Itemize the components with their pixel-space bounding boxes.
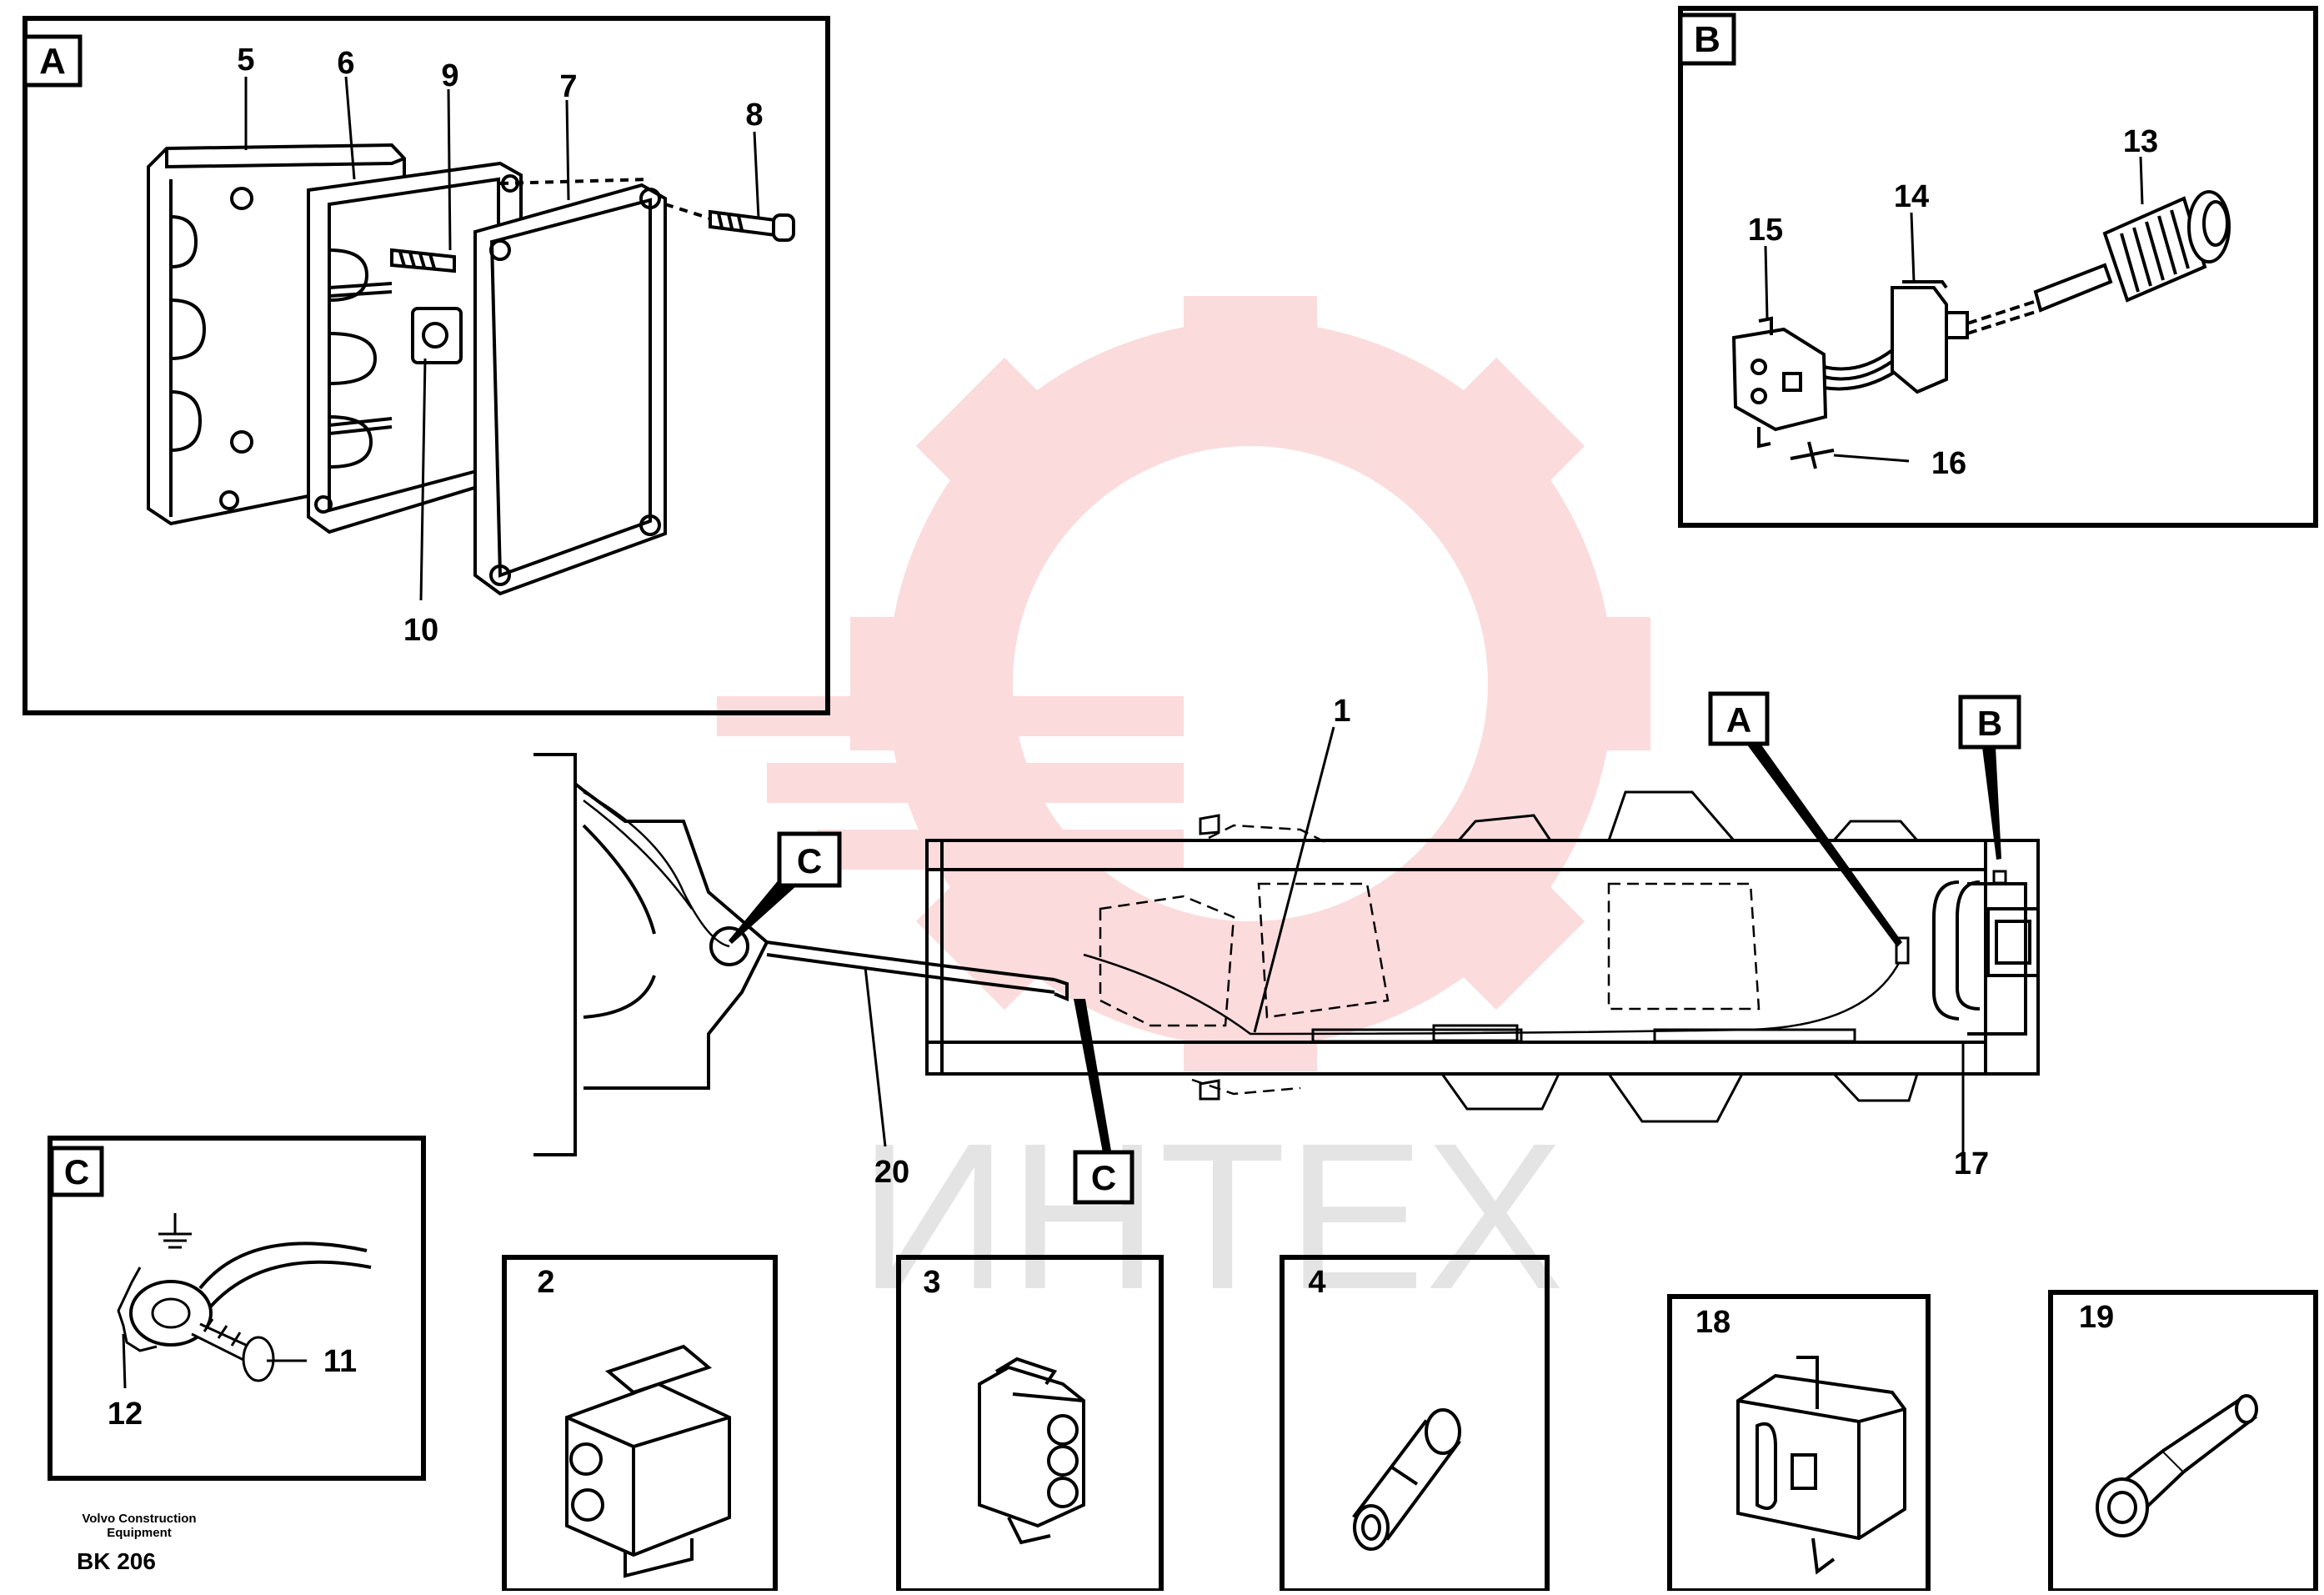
watermark-gear-ring (888, 321, 1613, 1046)
flag-c-top-label: C (797, 841, 822, 880)
flag-b-label: B (1977, 704, 2002, 743)
callout-5: 5 (237, 43, 254, 78)
part-box-4-label: 4 (1308, 1265, 1325, 1300)
part-box-3-label: 3 (923, 1265, 940, 1300)
watermark-gear-teeth (850, 296, 1650, 1071)
part-box-18: 18 (1667, 1294, 1931, 1593)
main-leaders (864, 726, 1965, 1155)
junction-box-drawing (147, 143, 795, 596)
flag-c-bottom (1073, 1150, 1134, 1205)
panel-c: C 11 12 (48, 1136, 426, 1481)
panel-a-leaders (244, 76, 760, 601)
watermark-speed-lines (717, 696, 1184, 870)
callout-7: 7 (559, 69, 577, 104)
part-box-19: 19 (2048, 1290, 2318, 1593)
flag-c-top (777, 831, 842, 888)
main-flags: A B C C (777, 691, 2021, 1205)
callout-14: 14 (1894, 179, 1929, 214)
main-pointer-arrows (729, 744, 2001, 1161)
panel-c-label: C (64, 1152, 89, 1191)
callout-12: 12 (108, 1397, 143, 1432)
switch-housing (1932, 880, 2031, 1021)
panel-a: A (23, 16, 830, 715)
callout-15: 15 (1748, 213, 1783, 248)
panel-a-tag (23, 34, 83, 88)
watermark-gear-logo (717, 296, 1650, 1071)
part-box-18-label: 18 (1695, 1305, 1730, 1340)
callout-6: 6 (337, 46, 354, 81)
switch-mark (1992, 870, 2007, 885)
frame-hidden-lines (1099, 824, 1761, 1096)
callout-17: 17 (1954, 1146, 1989, 1181)
credit-line-2: Equipment (107, 1526, 172, 1540)
ground-terminal-drawing (117, 1213, 372, 1382)
part-box-2: 2 (502, 1255, 778, 1593)
callout-16: 16 (1931, 446, 1966, 481)
panel-a-label: A (39, 41, 66, 82)
panel-c-frame (48, 1136, 426, 1481)
panel-b-leaders (1764, 156, 2144, 463)
panel-b: B (1678, 6, 2318, 528)
part-box-19-label: 19 (2079, 1300, 2114, 1335)
credit-line-1: Volvo Construction (82, 1512, 197, 1526)
callout-8: 8 (745, 98, 763, 133)
callout-1: 1 (1333, 694, 1350, 729)
splice-4-drawing (1352, 1408, 1461, 1551)
watermark-text: ИНТЕХ (859, 1100, 1564, 1332)
flag-a (1708, 691, 1770, 746)
panel-c-tag (49, 1146, 104, 1197)
part-box-2-label: 2 (537, 1265, 554, 1300)
connector-2-drawing (565, 1344, 731, 1578)
callout-13: 13 (2123, 124, 2158, 159)
ground-cable (766, 940, 1069, 1001)
callout-9: 9 (441, 58, 458, 93)
wiring-harness (1083, 950, 1906, 1036)
cab-hitch (533, 753, 769, 1156)
credit-code: BK 206 (77, 1548, 156, 1574)
panel-b-tag (1678, 13, 1736, 66)
frame-crossmembers (1440, 790, 1919, 1123)
flag-b (1958, 695, 2021, 750)
panel-b-label: B (1694, 19, 1720, 60)
connector-18-drawing (1736, 1356, 1906, 1575)
callout-11: 11 (323, 1344, 357, 1379)
frame-rails (925, 839, 2040, 1076)
switch-assembly-drawing (1731, 190, 2231, 469)
ground-symbol-icon (158, 1213, 192, 1249)
panel-a-frame (23, 16, 830, 715)
machine-frame (925, 790, 2040, 1123)
credit-company: Volvo Construction Equipment (52, 1512, 227, 1540)
callout-20: 20 (874, 1155, 909, 1190)
panel-b-frame (1678, 6, 2318, 528)
panel-c-leaders (122, 1333, 307, 1389)
callout-10: 10 (403, 613, 438, 648)
terminal-19-drawing (2096, 1394, 2258, 1537)
flag-c-bottom-label: C (1091, 1158, 1116, 1197)
connector-3-drawing (978, 1357, 1085, 1545)
flag-a-label: A (1726, 700, 1751, 740)
